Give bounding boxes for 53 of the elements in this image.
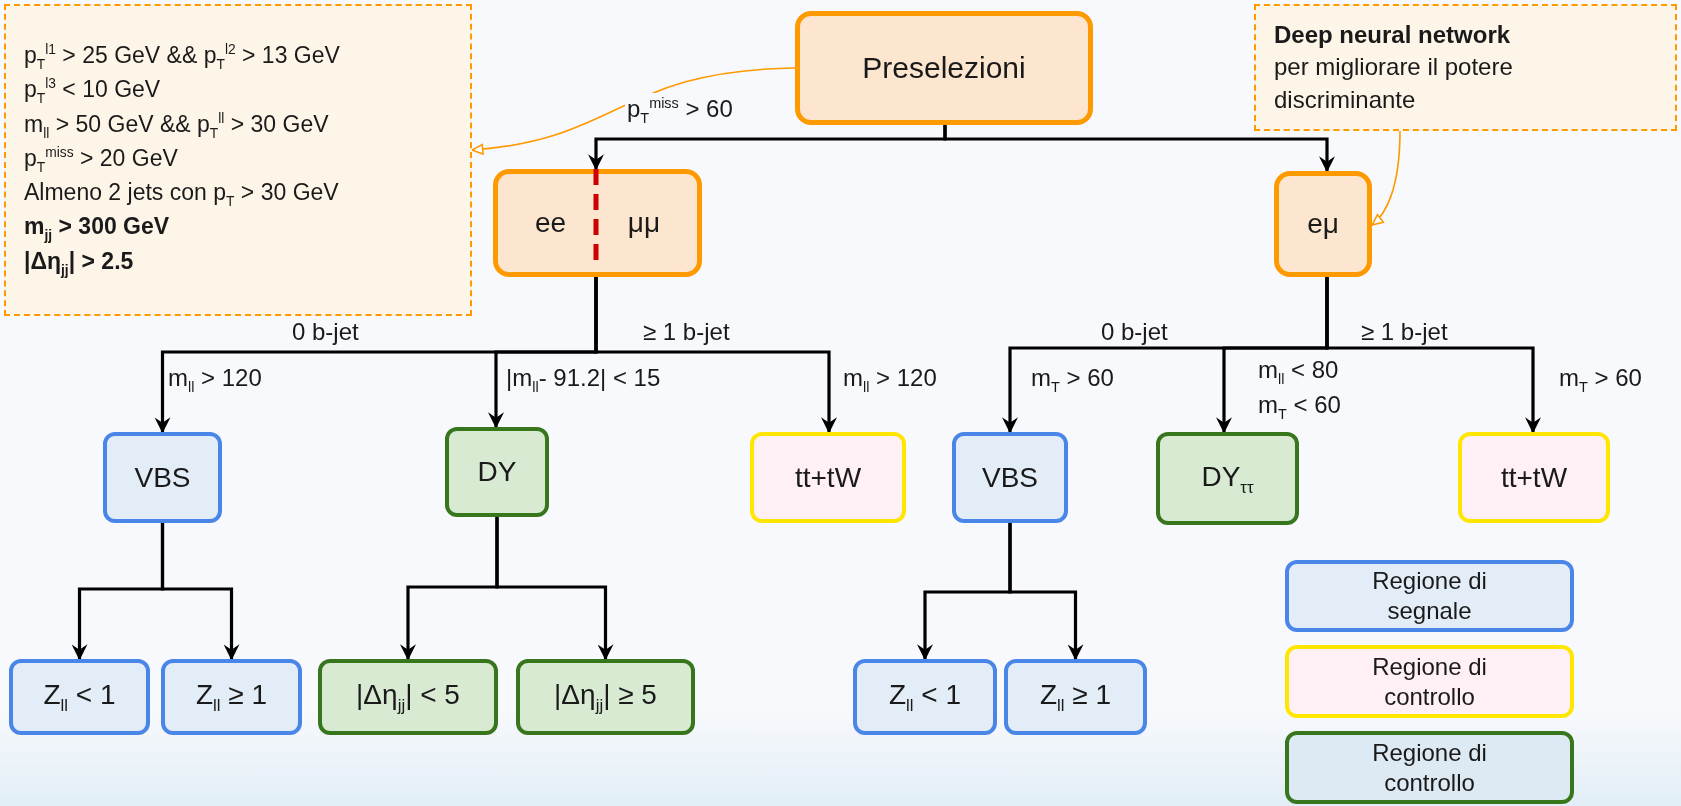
curved-arrow <box>1371 130 1401 226</box>
note-text: |Δη$_{jj}$| > 2.5 <box>24 246 134 280</box>
category-box <box>445 427 549 517</box>
category-box <box>103 432 222 523</box>
category-box <box>952 432 1068 523</box>
node-label: DY <box>477 455 517 490</box>
note-text: p$_{T}$$^{l1}$ > 25 GeV && p$_{T}$$^{l2}$ > 13 GeV <box>24 41 340 74</box>
note-box <box>4 4 472 316</box>
category-box <box>795 11 1093 125</box>
note-text: p$_{T}$$^{miss}$ > 20 GeV <box>24 143 178 177</box>
arrow <box>594 277 837 434</box>
node-label: |Δη$_{jj}$| < 5 <box>356 678 460 717</box>
node-label: μμ <box>627 206 661 241</box>
node-label: Z$_{ll}$ < 1 <box>43 678 116 717</box>
node-label: ee <box>534 206 567 241</box>
curved-arrow <box>471 67 796 155</box>
note-text: Almeno 2 jets con p$_{T}$ > 30 GeV <box>24 178 339 211</box>
arrow <box>160 523 240 661</box>
node-label: VBS <box>982 460 1038 495</box>
node-label: Z$_{ll}$ < 1 <box>888 678 962 717</box>
category-box <box>9 659 150 735</box>
category-box <box>1004 659 1147 735</box>
arrow <box>1325 277 1541 434</box>
category-box <box>853 659 997 735</box>
note-text: m$_{jj}$ > 300 GeV <box>24 212 170 245</box>
note-text: per migliorare il potere discriminante <box>1274 52 1514 115</box>
node-label: |Δη$_{jj}$| ≥ 5 <box>554 678 657 717</box>
category-box <box>1458 432 1610 523</box>
node-label: tt+tW <box>1500 460 1568 495</box>
node-label: Z$_{ll}$ ≥ 1 <box>1039 678 1112 717</box>
legend-label: Regione di controllo <box>1371 651 1488 712</box>
node-label: Z$_{ll}$ ≥ 1 <box>195 678 268 717</box>
category-box <box>1156 432 1299 525</box>
node-label: DY$_{ττ}$ <box>1201 459 1254 499</box>
arrow <box>1008 523 1084 661</box>
arrow <box>495 517 614 661</box>
note-heading: Deep neural network <box>1274 19 1511 50</box>
category-box <box>750 432 906 523</box>
category-box <box>493 169 702 277</box>
legend-label: Regione di controllo <box>1371 737 1488 798</box>
node-label: VBS <box>134 460 191 495</box>
node-label: tt+tW <box>794 460 862 495</box>
note-text: p$_{T}$$^{l3}$ < 10 GeV <box>24 75 161 109</box>
category-box <box>516 659 695 735</box>
category-box <box>161 659 302 735</box>
note-text: m$_{ll}$ > 50 GeV && p$_{T}$$^{ll}$ > 30 GeV <box>24 109 329 143</box>
category-box <box>318 659 498 735</box>
node-label: eμ <box>1307 207 1339 242</box>
legend-label: Regione di segnale <box>1371 566 1488 626</box>
node-label: Preselezioni <box>862 49 1026 86</box>
category-box <box>1274 171 1372 277</box>
arrow <box>943 125 1335 173</box>
note-box <box>1254 4 1677 131</box>
